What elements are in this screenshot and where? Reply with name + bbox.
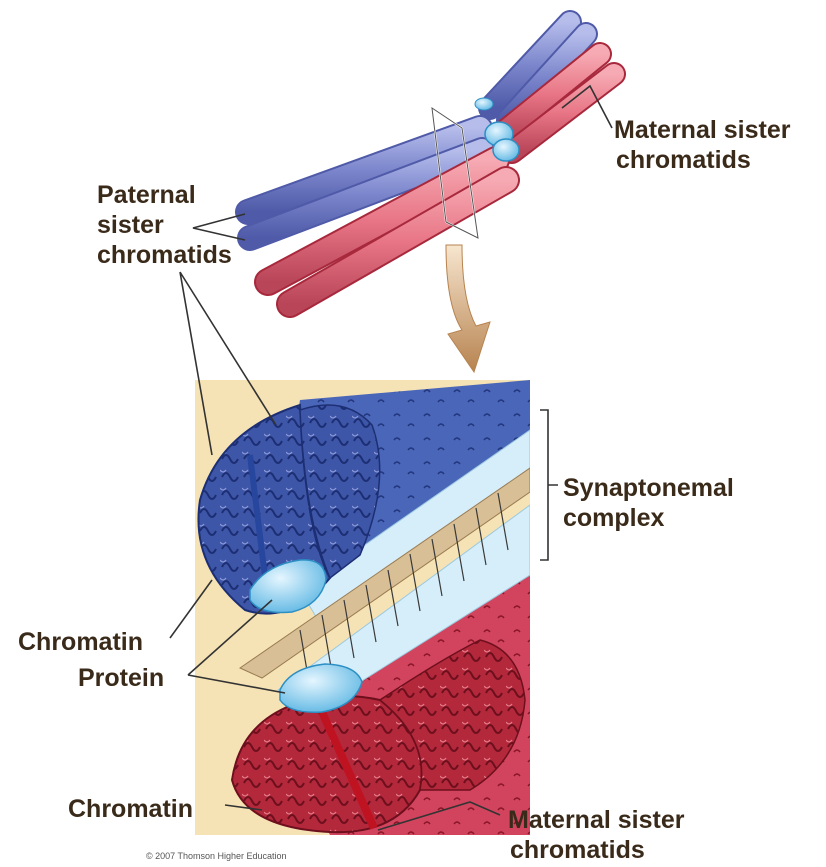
zoom-arrow (446, 245, 490, 372)
synaptonemal-bracket (540, 410, 558, 560)
label-chromatin-lower: Chromatin (68, 794, 193, 824)
label-maternal-sister-chromatids-top: Maternal sister chromatids (614, 115, 790, 175)
label-paternal-sister-chromatids: Paternal sister chromatids (97, 180, 232, 270)
label-chromatin-upper: Chromatin (18, 627, 143, 657)
homologous-chromosome-pair (248, 22, 614, 304)
label-maternal-sister-chromatids-bottom: Maternal sister chromatids (508, 805, 684, 865)
synaptonemal-detail-panel (195, 380, 558, 835)
label-synaptonemal-complex: Synaptonemal complex (563, 473, 734, 533)
copyright-notice: © 2007 Thomson Higher Education (146, 851, 287, 861)
label-protein: Protein (78, 663, 164, 693)
